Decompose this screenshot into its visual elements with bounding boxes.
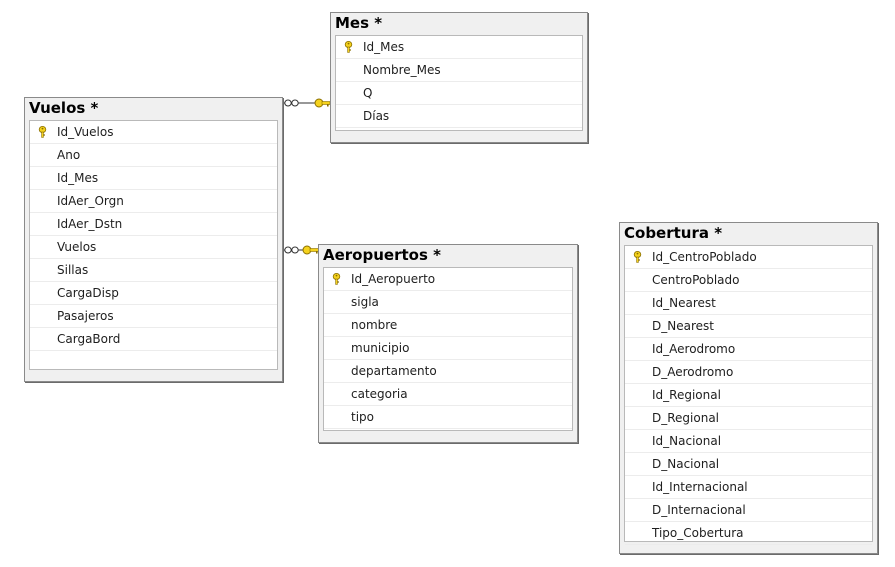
primary-key-icon [332,273,341,285]
table-title[interactable]: Mes * [335,14,383,32]
column-name: CargaBord [57,332,121,346]
column-name: D_Nacional [652,457,720,471]
relationship-vuelos-aeropuertos[interactable] [283,245,320,255]
column-row[interactable]: Sillas [30,259,277,282]
column-row[interactable]: Tipo_Cobertura [625,522,872,545]
column-row[interactable]: Id_Aeropuerto [324,268,572,291]
primary-key-icon [38,126,47,138]
column-name: Días [363,109,390,123]
column-name: IdAer_Orgn [57,194,124,208]
column-row[interactable]: Q [336,82,582,105]
table-title[interactable]: Aeropuertos * [323,246,441,264]
column-name: departamento [351,364,437,378]
column-name: sigla [351,295,379,309]
column-row[interactable]: CentroPoblado [625,269,872,292]
column-name: Id_Nearest [652,296,716,310]
column-row[interactable]: IdAer_Orgn [30,190,277,213]
column-row[interactable]: Id_Nearest [625,292,872,315]
one-end-key-icon [302,245,320,255]
column-name: Pasajeros [57,309,114,323]
column-row[interactable]: nombre [324,314,572,337]
column-row[interactable]: Días [336,105,582,128]
column-row[interactable]: Pasajeros [30,305,277,328]
column-name: Q [363,86,373,100]
column-row[interactable]: CargaDisp [30,282,277,305]
column-name: Id_Internacional [652,480,748,494]
column-name: Id_CentroPoblado [652,250,757,264]
column-name: Vuelos [57,240,97,254]
column-row[interactable]: D_Regional [625,407,872,430]
column-name: Id_Regional [652,388,721,402]
relationship-vuelos-mes[interactable] [283,98,331,108]
column-row[interactable]: D_Aerodromo [625,361,872,384]
column-name: Sillas [57,263,89,277]
column-row[interactable]: CargaBord [30,328,277,351]
one-end-key-icon [314,98,331,108]
column-name: Id_Aeropuerto [351,272,436,286]
column-name: D_Nearest [652,319,714,333]
column-row[interactable]: D_Internacional [625,499,872,522]
column-row[interactable]: categoria [324,383,572,406]
column-name: D_Regional [652,411,720,425]
column-row[interactable]: municipio [324,337,572,360]
column-row[interactable]: Id_Mes [30,167,277,190]
column-row[interactable]: sigla [324,291,572,314]
column-row[interactable]: Ano [30,144,277,167]
primary-key-icon [633,251,642,263]
column-name: Id_Mes [57,171,99,185]
column-row[interactable]: Id_Regional [625,384,872,407]
column-name: Tipo_Cobertura [652,526,744,540]
column-name: CentroPoblado [652,273,740,287]
column-name: Id_Vuelos [57,125,114,139]
column-name: D_Internacional [652,503,746,517]
column-name: nombre [351,318,398,332]
column-name: Id_Aerodromo [652,342,736,356]
column-name: Id_Nacional [652,434,722,448]
column-name: CargaDisp [57,286,119,300]
column-row[interactable]: tipo [324,406,572,429]
column-name: Id_Mes [363,40,405,54]
column-row[interactable]: Id_Vuelos [30,121,277,144]
column-row[interactable]: Id_Nacional [625,430,872,453]
column-row[interactable]: D_Nacional [625,453,872,476]
column-row[interactable]: D_Nearest [625,315,872,338]
column-row[interactable]: Nombre_Mes [336,59,582,82]
column-name: D_Aerodromo [652,365,734,379]
column-row[interactable]: Id_CentroPoblado [625,246,872,269]
table-title[interactable]: Vuelos * [29,99,99,117]
column-name: municipio [351,341,410,355]
column-row[interactable]: Vuelos [30,236,277,259]
table-title[interactable]: Cobertura * [624,224,723,242]
column-name: tipo [351,410,374,424]
column-row[interactable]: Id_Internacional [625,476,872,499]
column-name: categoria [351,387,408,401]
column-row[interactable]: departamento [324,360,572,383]
column-row[interactable]: IdAer_Dstn [30,213,277,236]
primary-key-icon [344,41,353,53]
column-row[interactable]: Id_Mes [336,36,582,59]
column-name: Ano [57,148,81,162]
column-name: Nombre_Mes [363,63,441,77]
column-row[interactable]: Id_Aerodromo [625,338,872,361]
column-name: IdAer_Dstn [57,217,123,231]
